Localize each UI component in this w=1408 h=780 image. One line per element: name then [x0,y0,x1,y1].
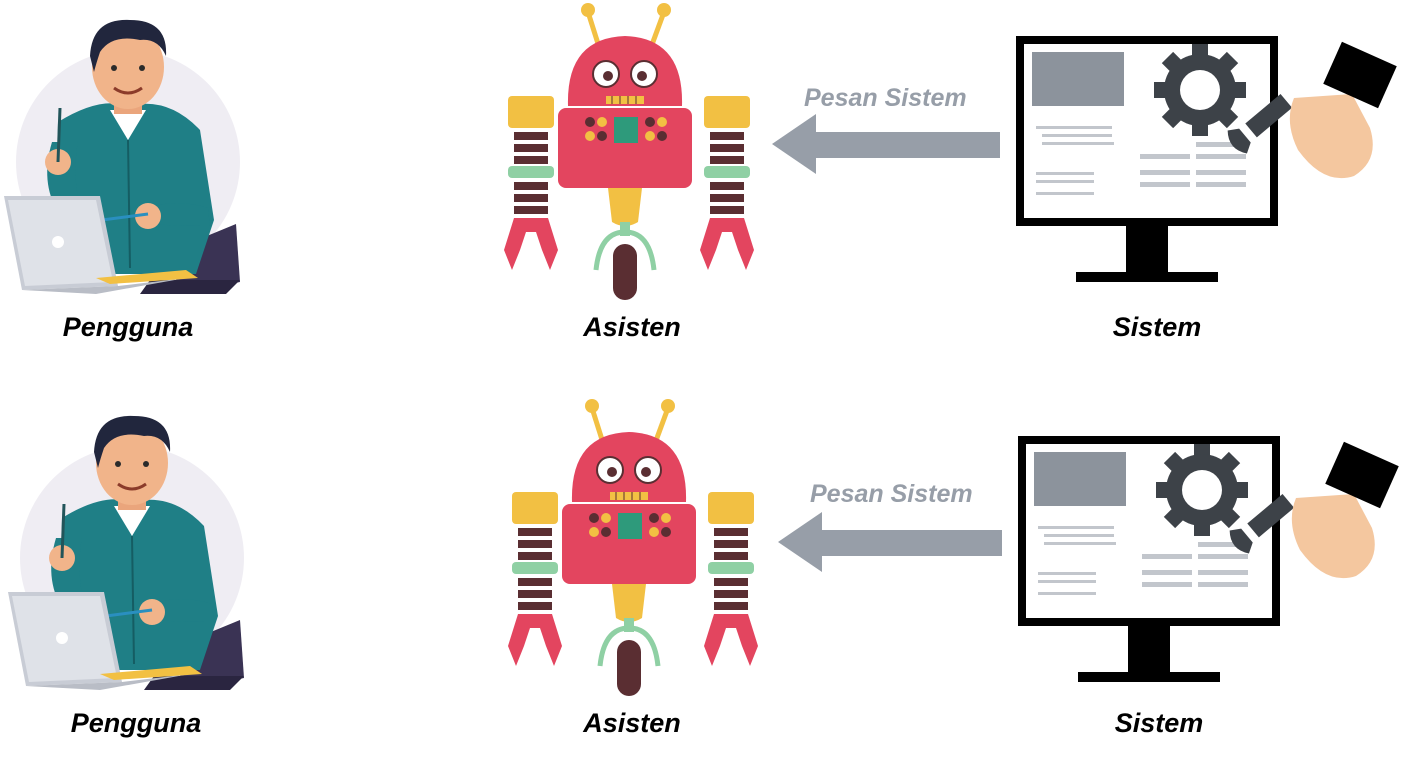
robot-icon [500,0,760,304]
robot-icon [504,396,764,700]
user-label: Pengguna [62,312,194,342]
arrow-label: Pesan Sistem [810,480,973,508]
arrow-label: Pesan Sistem [804,84,967,112]
flow-row-1: Pengguna Asisten Pesan Sistem Sistem [0,0,1408,384]
monitor-gear-icon [1012,32,1402,292]
assistant-label: Asisten [583,708,681,738]
person-laptop-icon [4,408,264,698]
person-laptop-icon [0,12,260,302]
system-label: Sistem [1112,312,1202,342]
user-label: Pengguna [70,708,202,738]
left-arrow-icon [770,112,1002,176]
flow-row-2: Pengguna Asisten Pesan Sistem Sistem [0,396,1408,780]
system-label: Sistem [1114,708,1204,738]
assistant-label: Asisten [583,312,681,342]
left-arrow-icon [776,510,1004,574]
monitor-gear-icon [1014,432,1404,692]
